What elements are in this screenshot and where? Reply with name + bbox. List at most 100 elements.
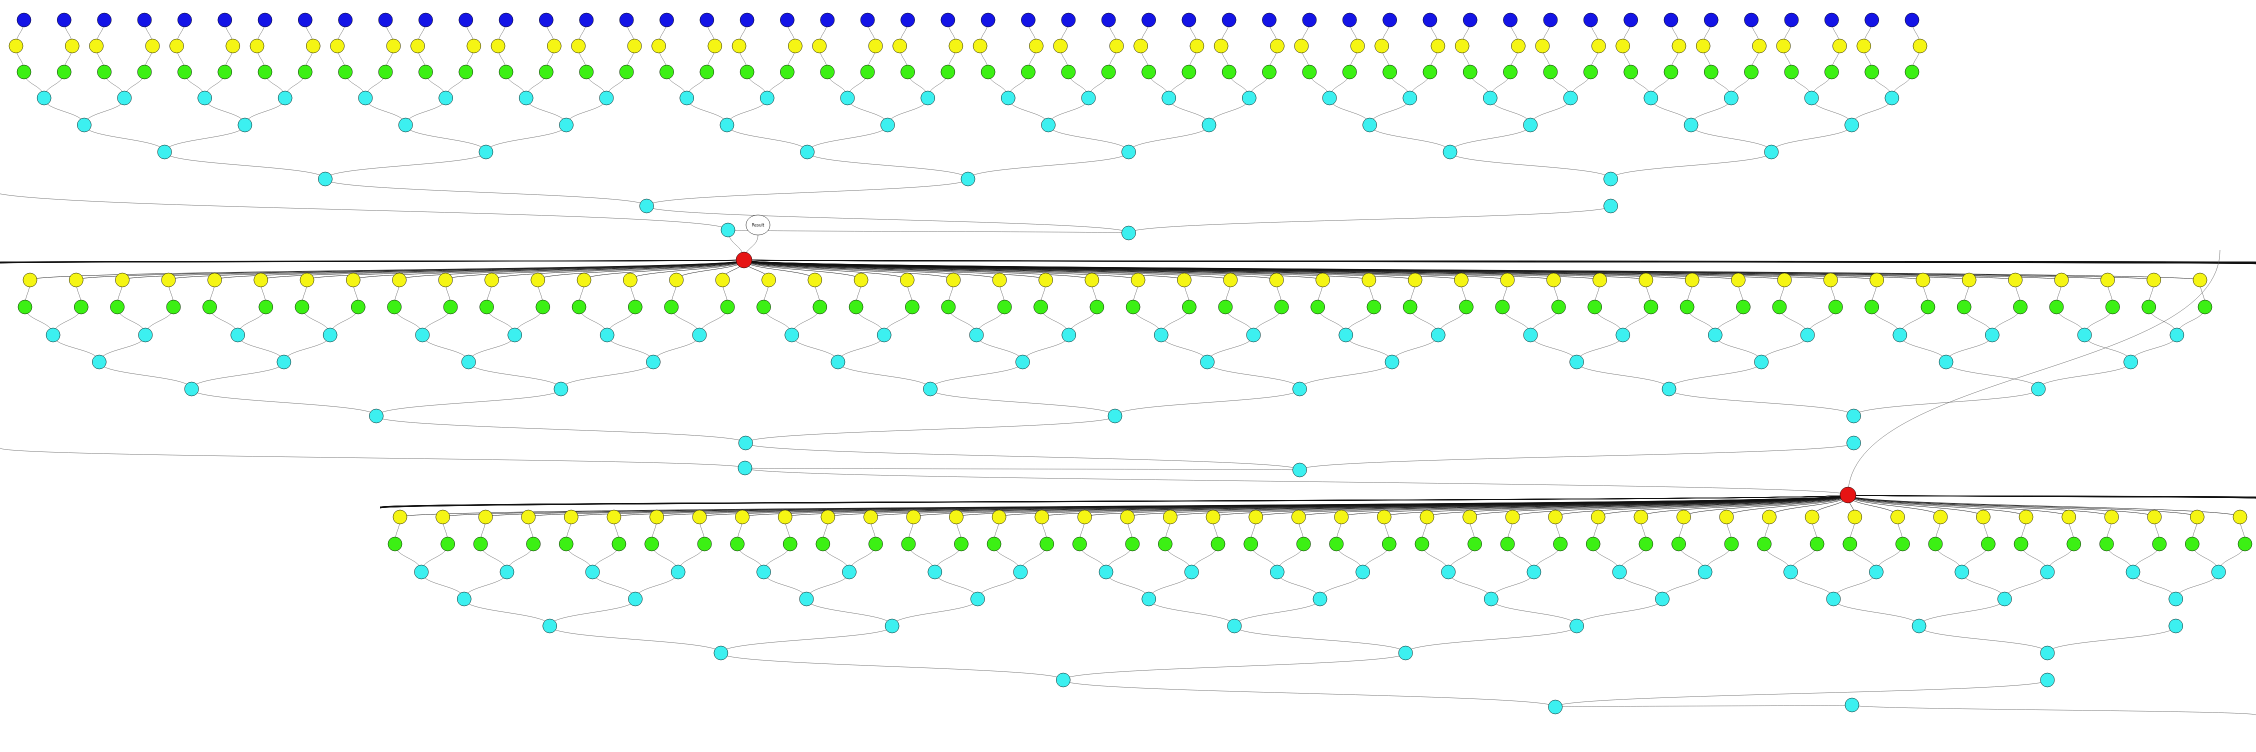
hub-edge [537,259,745,281]
internal-node [759,90,775,106]
leaf-node [1585,536,1601,552]
operand-node [345,272,361,288]
reduce-edge [745,442,1300,471]
internal-node [1227,618,1242,634]
leaf-node [177,64,192,80]
leaf-node [387,299,402,315]
internal-node [799,591,814,607]
operand-node [299,272,315,288]
reduce-edge [2084,334,2131,363]
leaf-node [644,536,659,552]
reduce-edge [653,334,700,363]
leaf-node [1459,299,1474,315]
operand-node [623,272,638,288]
operand-node [1535,38,1550,54]
operand-node [606,509,622,525]
hub-edge [491,259,745,281]
internal-node [277,90,293,106]
operand-node [1592,272,1607,288]
leaf-node [628,299,643,315]
reduce-edge [1945,334,1993,363]
operand-node [435,509,450,525]
input-node [257,12,273,28]
reduce-edge [1299,361,1393,390]
leaf-node [498,64,514,80]
internal-node [692,327,707,343]
reduce-edge [405,124,487,153]
internal-node [1041,117,1056,133]
internal-node [1184,564,1199,580]
leaf-node [202,299,217,315]
operand-node [1869,272,1885,288]
leaf-node [697,536,712,552]
operand-node [1213,38,1229,54]
internal-node [784,327,800,343]
operand-node [1462,509,1477,525]
input-node [900,12,915,28]
reduce-edge [1048,97,1089,126]
internal-node [1603,198,1618,214]
operand-node [484,272,499,288]
reduce-edge [325,151,487,180]
leaf-node [1462,64,1478,80]
reduce-edge [1234,625,1406,654]
reduce-edge [1369,124,1451,153]
internal-node [1015,354,1030,370]
internal-node [456,591,472,607]
operand-node [490,38,506,54]
leaf-node [1864,64,1880,80]
internal-node [1954,564,1970,580]
internal-node [358,90,373,106]
operand-node [1291,509,1306,525]
leaf-node [56,64,72,80]
operand-node [1915,272,1931,288]
leaf-node [1125,299,1141,315]
leaf-node [720,299,735,315]
leaf-node [900,64,915,80]
internal-node [1615,327,1631,343]
reduce-edge [807,124,888,153]
reduce-edge [376,415,746,444]
operand-node [253,272,269,288]
operand-node [2104,509,2119,525]
leaf-node [619,64,634,80]
operand-node [777,509,793,525]
internal-node [276,354,292,370]
internal-node [1200,354,1215,370]
internal-node [1804,90,1819,106]
hub-edge [0,259,745,264]
leaf-node [1125,536,1140,552]
leaf-node [1495,299,1510,315]
reduce-edge [1160,334,1208,363]
internal-node [679,90,695,106]
leaf-node [611,536,627,552]
reduce-edge [237,334,285,363]
operand-node [692,509,707,525]
input-node [217,12,233,28]
operand-node [1223,272,1238,288]
reduce-edge [1022,334,1070,363]
reduce-edge [405,97,446,126]
reduce-edge [1490,97,1531,126]
reduce-edge [1490,571,1535,600]
internal-node [1526,564,1542,580]
internal-node [1441,564,1456,580]
leaf-node [1671,536,1686,552]
operand-node [249,38,265,54]
reduce-edge [1610,151,1772,180]
internal-node [1846,435,1861,451]
input-node [980,12,996,28]
internal-node [1338,327,1354,343]
hub-edge [1512,494,1849,518]
operand-node [2146,272,2162,288]
operand-node [2192,272,2208,288]
internal-node [1643,90,1659,106]
operand-node [1454,272,1469,288]
input-node [498,12,514,28]
reduce-edge [1853,388,2039,417]
leaf-node [1623,64,1639,80]
leaf-node [1587,299,1602,315]
reduce-edge [1576,361,1670,390]
internal-node [1523,117,1538,133]
leaf-node [1101,64,1116,80]
